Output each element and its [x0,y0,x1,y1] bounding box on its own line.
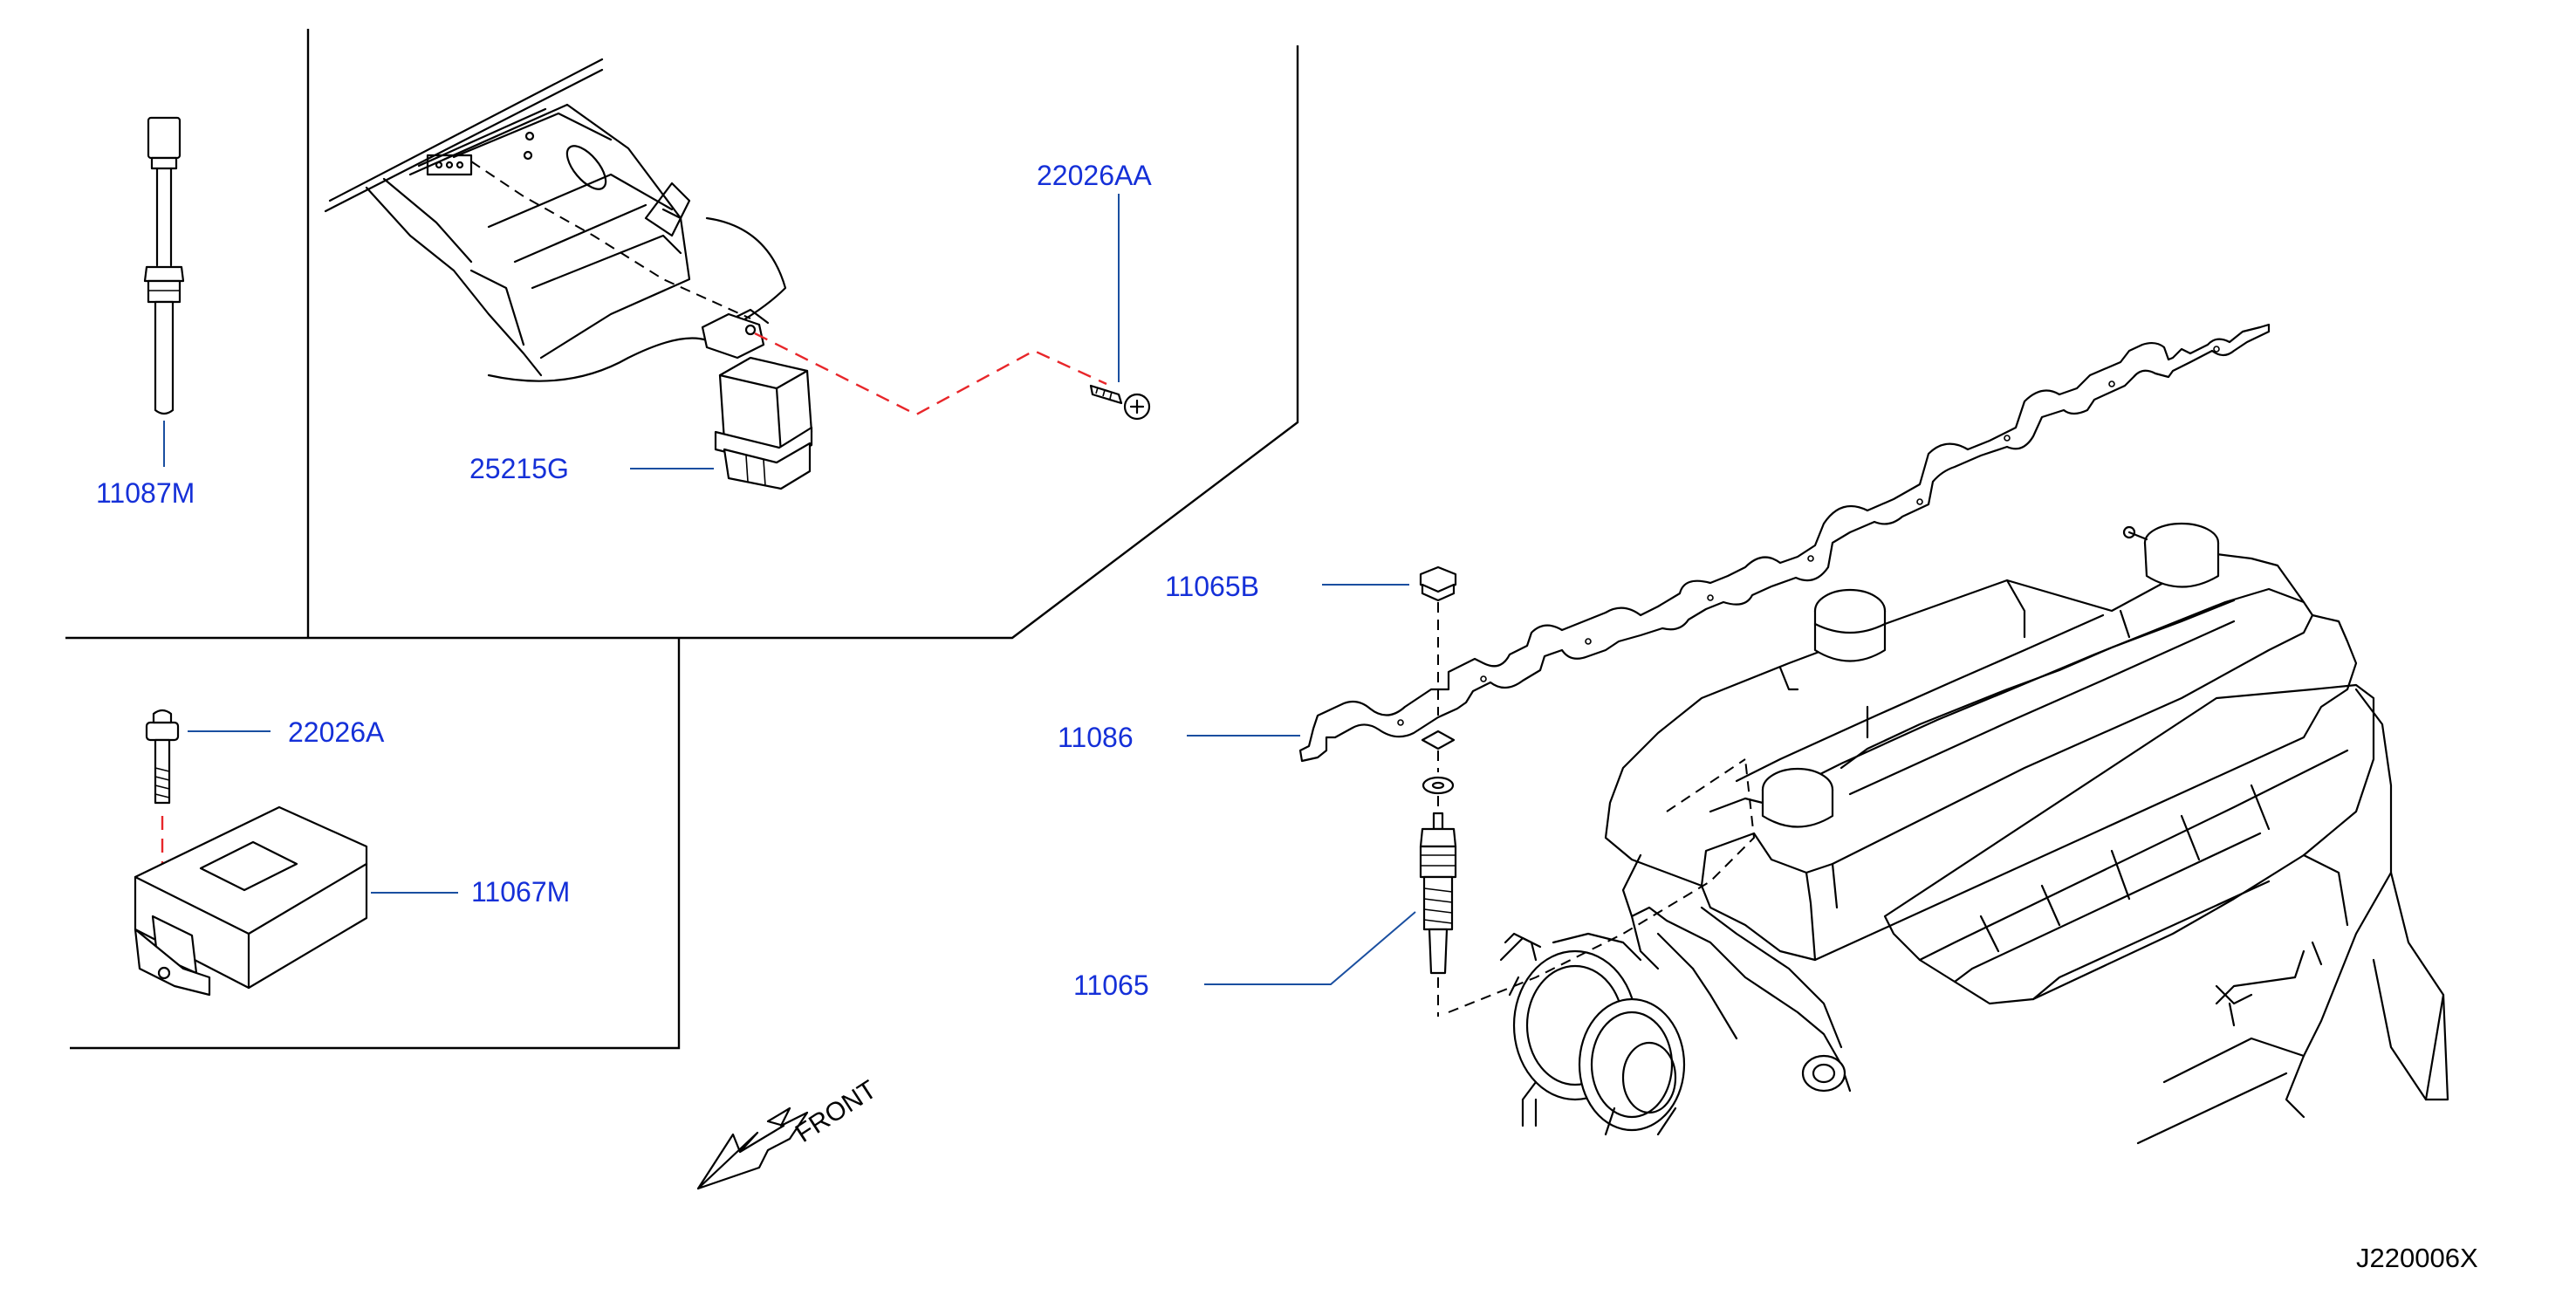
harness-plate-11086[interactable] [1187,323,2271,763]
engine-assembly [1448,522,2449,1145]
diagram-code: J220006X [2356,1243,2478,1273]
part-label-11065b[interactable]: 11065B [1165,571,1259,602]
front-direction-arrow: FRONT [696,1075,882,1190]
part-labels: 11087M 25215G 22026AA 22026A 11067M 1106… [96,160,1259,1001]
glow-relay-bracket-area [324,58,1107,490]
part-label-22026aa[interactable]: 22026AA [1037,160,1152,191]
nut-11065b[interactable] [1322,565,1457,602]
part-label-11087m[interactable]: 11087M [96,477,195,509]
part-label-11086[interactable]: 11086 [1058,722,1134,753]
screw-22026aa[interactable] [1089,194,1151,421]
control-unit-11067m[interactable] [134,805,458,997]
glow-plug-washers [1421,602,1456,812]
glow-plug-11065[interactable] [1204,812,1457,1017]
part-label-25215g[interactable]: 25215G [469,453,569,484]
part-label-11065[interactable]: 11065 [1073,970,1149,1001]
part-label-22026a[interactable]: 22026A [288,716,385,748]
temperature-sensor-11087m[interactable] [143,116,185,467]
bolt-22026a[interactable] [145,709,271,805]
front-label: FRONT [791,1075,882,1148]
part-label-11067m[interactable]: 11067M [471,876,570,908]
section-frames [65,29,1299,1050]
